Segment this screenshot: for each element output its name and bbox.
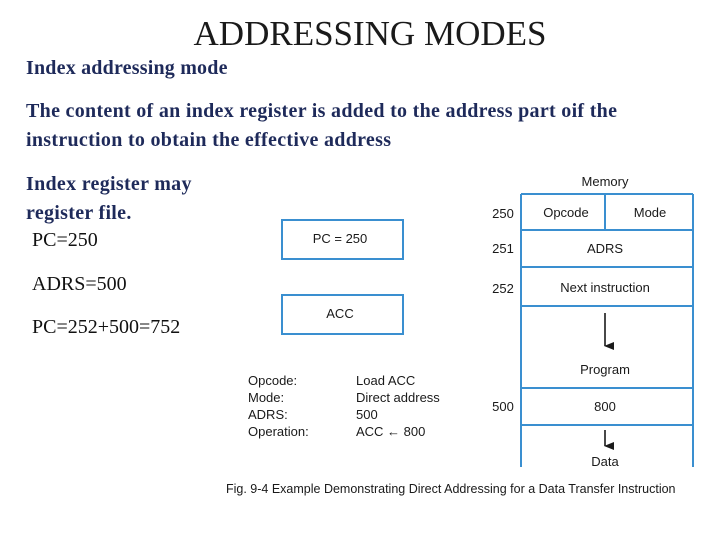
legend-key-adrs: ADRS: bbox=[248, 407, 288, 422]
cell-value-800: 800 bbox=[594, 399, 616, 414]
legend-value-mode: Direct address bbox=[356, 390, 440, 405]
cell-opcode: Opcode bbox=[543, 205, 589, 220]
acc-register bbox=[281, 294, 404, 335]
legend-value-opcode: Load ACC bbox=[356, 373, 415, 388]
cell-mode: Mode bbox=[634, 205, 667, 220]
legend-key-mode: Mode: bbox=[248, 390, 284, 405]
address-252: 252 bbox=[492, 281, 514, 296]
pc-register-label: PC = 250 bbox=[313, 231, 368, 246]
legend-key-operation: Operation: bbox=[248, 424, 309, 439]
instruction-legend: Opcode: Mode: ADRS: Operation: Load ACC … bbox=[248, 373, 440, 439]
memory-column bbox=[520, 193, 694, 467]
address-500: 500 bbox=[492, 399, 514, 414]
legend-key-opcode: Opcode: bbox=[248, 373, 297, 388]
memory-label: Memory bbox=[582, 174, 629, 189]
subtitle: Index addressing mode bbox=[26, 57, 228, 79]
legend-value-adrs: 500 bbox=[356, 407, 378, 422]
slide-title: ADDRESSING MODES bbox=[193, 14, 547, 53]
description: The content of an index register is adde… bbox=[26, 100, 618, 151]
adrs-calculation: ADRS=500 bbox=[32, 273, 127, 295]
figure-caption: Fig. 9-4 Example Demonstrating Direct Ad… bbox=[226, 482, 676, 496]
pc-register bbox=[281, 219, 404, 260]
note: Index register may register file. bbox=[26, 173, 192, 224]
effective-address-calculation: PC=252+500=752 bbox=[32, 316, 181, 338]
address-251: 251 bbox=[492, 241, 514, 256]
cell-data: Data bbox=[591, 454, 619, 469]
legend-value-operation: ACC ← 800 bbox=[356, 424, 425, 439]
cell-program: Program bbox=[580, 362, 630, 377]
cell-adrs: ADRS bbox=[587, 241, 623, 256]
pc-calculation: PC=250 bbox=[32, 229, 98, 251]
acc-register-label: ACC bbox=[326, 306, 353, 321]
cell-next-instruction: Next instruction bbox=[560, 280, 650, 295]
address-250: 250 bbox=[492, 206, 514, 221]
